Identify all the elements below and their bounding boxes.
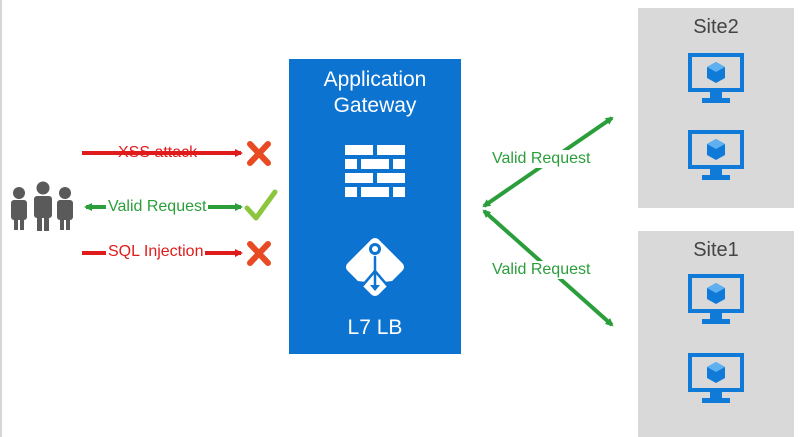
lower-valid-request-label: Valid Request bbox=[490, 261, 593, 279]
valid-request-label: Valid Request bbox=[106, 198, 209, 216]
vm-icon bbox=[688, 274, 744, 324]
firewall-icon bbox=[345, 145, 405, 197]
application-gateway: Application Gateway WAF L7 LB bbox=[289, 59, 461, 354]
site1-panel: Site1 bbox=[638, 231, 794, 437]
vm-icon bbox=[688, 53, 744, 103]
vm-icon bbox=[688, 353, 744, 403]
sql-label: SQL Injection bbox=[106, 243, 206, 261]
l7-lb-label: L7 LB bbox=[347, 316, 403, 339]
gateway-title: Application Gateway bbox=[323, 68, 427, 117]
site2-panel: Site2 bbox=[638, 8, 794, 208]
load-balancer-icon bbox=[345, 237, 405, 297]
block-icon bbox=[247, 241, 271, 266]
site1-label: Site1 bbox=[693, 239, 739, 261]
upper-valid-request-label: Valid Request bbox=[490, 150, 593, 168]
block-icon bbox=[247, 141, 271, 166]
vm-icon bbox=[688, 130, 744, 180]
site2-label: Site2 bbox=[693, 16, 739, 38]
xss-label: XSS attack bbox=[118, 144, 198, 161]
left-border bbox=[0, 0, 2, 437]
users-icon bbox=[11, 181, 73, 231]
check-icon bbox=[244, 189, 278, 221]
